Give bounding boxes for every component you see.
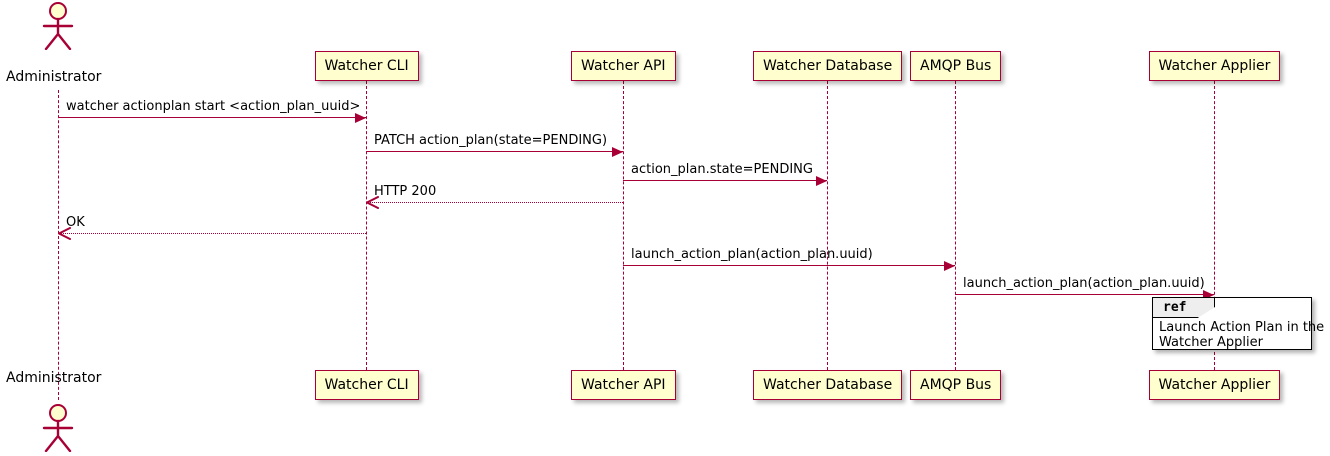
message-label-0: watcher actionplan start <action_plan_uu… [66, 99, 361, 114]
participant-label: Watcher Database [763, 377, 893, 393]
actor-top[interactable] [36, 2, 80, 54]
participant-top-watcher-applier[interactable]: Watcher Applier [1148, 51, 1281, 81]
actor-top-label: Administrator [6, 69, 102, 85]
message-arrowhead-2 [816, 175, 827, 186]
participant-label: AMQP Bus [920, 58, 992, 74]
ref-fragment-tab-label: ref [1163, 300, 1187, 315]
lifeline-amqp-bus [955, 81, 956, 370]
participant-top-amqp-bus[interactable]: AMQP Bus [910, 51, 1002, 81]
participant-bottom-watcher-cli[interactable]: Watcher CLI [314, 370, 419, 400]
message-label-5: launch_action_plan(action_plan.uuid) [631, 247, 873, 262]
message-line-5 [623, 265, 955, 266]
participant-bottom-amqp-bus[interactable]: AMQP Bus [910, 370, 1002, 400]
participant-bottom-watcher-api[interactable]: Watcher API [571, 370, 676, 400]
message-arrowhead-5 [944, 260, 955, 271]
message-label-4: OK [66, 215, 85, 230]
message-line-1 [366, 151, 623, 152]
lifeline-administrator [58, 90, 59, 400]
participant-top-watcher-database[interactable]: Watcher Database [753, 51, 903, 81]
message-label-3: HTTP 200 [374, 184, 437, 199]
participant-label: Watcher Applier [1158, 377, 1271, 393]
lifeline-watcher-applier [1214, 81, 1215, 370]
message-line-3 [366, 202, 623, 203]
message-line-4 [58, 233, 366, 234]
message-arrowhead-0 [355, 112, 366, 123]
message-line-2 [623, 180, 827, 181]
actor-stick-figure [42, 2, 74, 51]
actor-bottom[interactable] [36, 404, 80, 456]
message-line-0 [58, 117, 366, 118]
message-line-6 [955, 294, 1214, 295]
participant-label: Watcher API [581, 377, 666, 393]
participant-label: Watcher CLI [324, 58, 409, 74]
participant-top-watcher-api[interactable]: Watcher API [571, 51, 676, 81]
actor-bottom-label: Administrator [6, 370, 102, 386]
participant-label: AMQP Bus [920, 377, 992, 393]
ref-fragment-tab: ref [1153, 298, 1215, 318]
ref-fragment-line2: Watcher Applier [1159, 335, 1263, 350]
participant-label: Watcher CLI [324, 377, 409, 393]
message-label-6: launch_action_plan(action_plan.uuid) [963, 276, 1205, 291]
participant-label: Watcher API [581, 58, 666, 74]
ref-fragment-line1: Launch Action Plan in the [1159, 320, 1325, 335]
message-label-1: PATCH action_plan(state=PENDING) [374, 133, 608, 148]
lifeline-watcher-cli [366, 81, 367, 370]
message-arrowhead-6 [1203, 289, 1214, 300]
actor-stick-figure [42, 404, 74, 453]
message-label-2: action_plan.state=PENDING [631, 162, 813, 177]
lifeline-watcher-database [827, 81, 828, 370]
participant-bottom-watcher-applier[interactable]: Watcher Applier [1148, 370, 1281, 400]
participant-top-watcher-cli[interactable]: Watcher CLI [314, 51, 419, 81]
participant-bottom-watcher-database[interactable]: Watcher Database [753, 370, 903, 400]
participant-label: Watcher Database [763, 58, 893, 74]
message-arrowhead-1 [612, 146, 623, 157]
participant-label: Watcher Applier [1158, 58, 1271, 74]
lifeline-watcher-api [623, 81, 624, 370]
